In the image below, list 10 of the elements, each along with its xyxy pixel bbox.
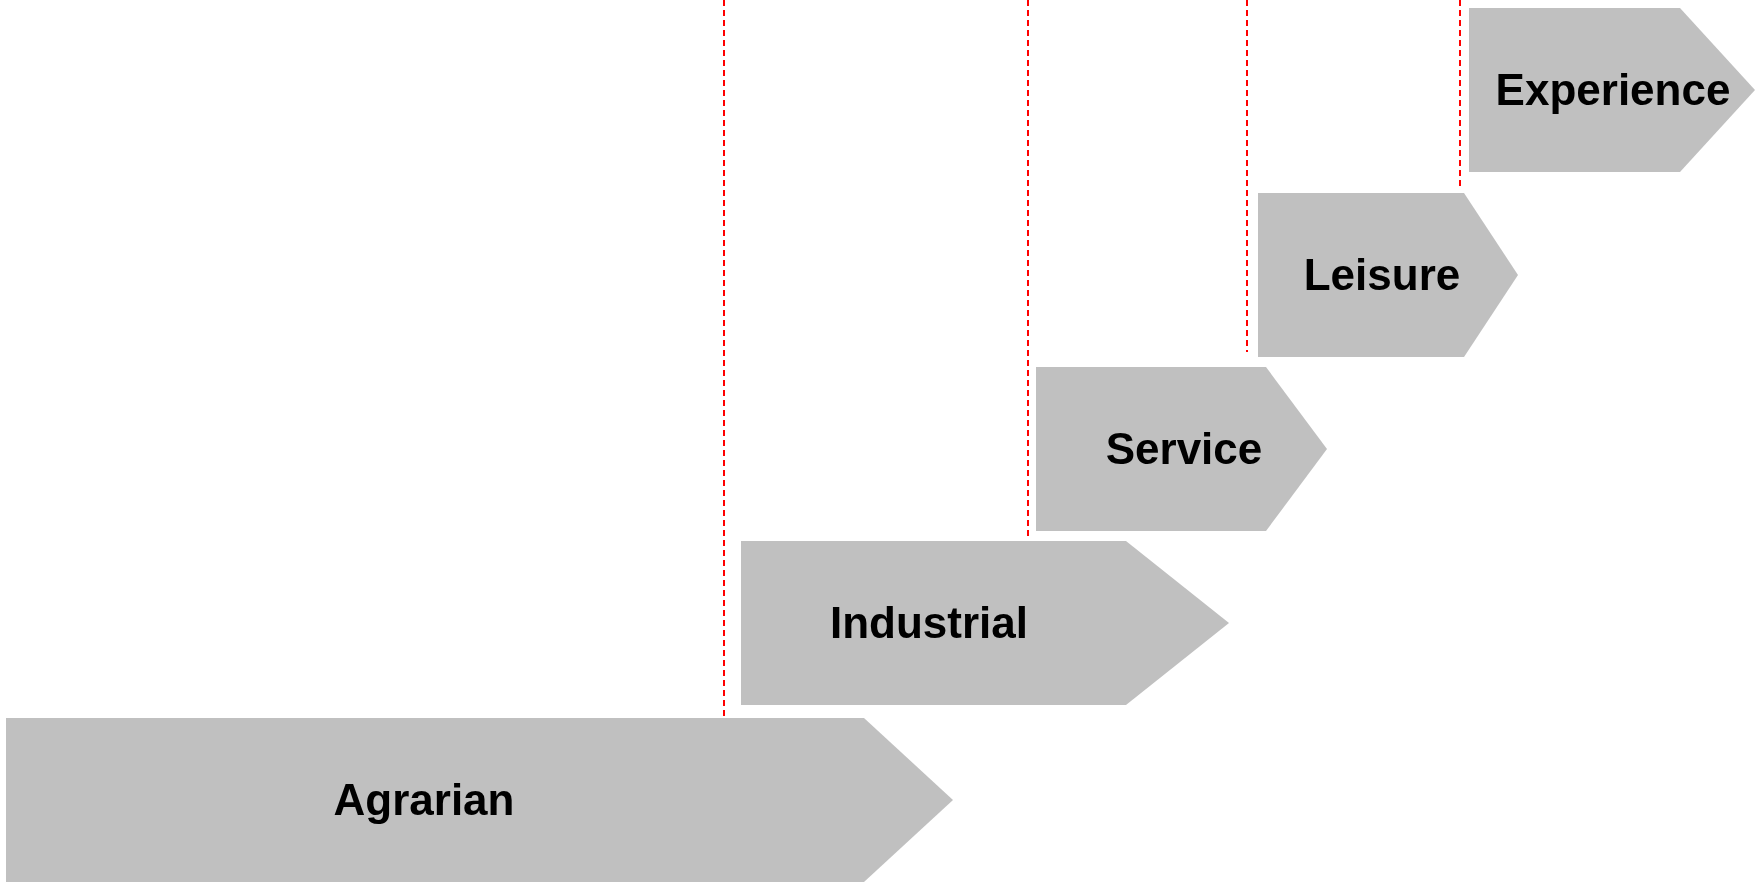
stage-label: Industrial: [830, 598, 1028, 648]
stage-label: Agrarian: [333, 775, 515, 825]
stage-label: Leisure: [1303, 250, 1461, 300]
stage-pentagon: [1258, 193, 1518, 357]
stage-pentagon: [6, 718, 953, 882]
stage-pentagon: [1469, 8, 1755, 172]
stage-pentagon: [1036, 367, 1327, 531]
stage-label: Service: [1105, 424, 1263, 474]
stage-label: Experience: [1495, 65, 1731, 115]
stage-pentagon: [741, 541, 1229, 705]
